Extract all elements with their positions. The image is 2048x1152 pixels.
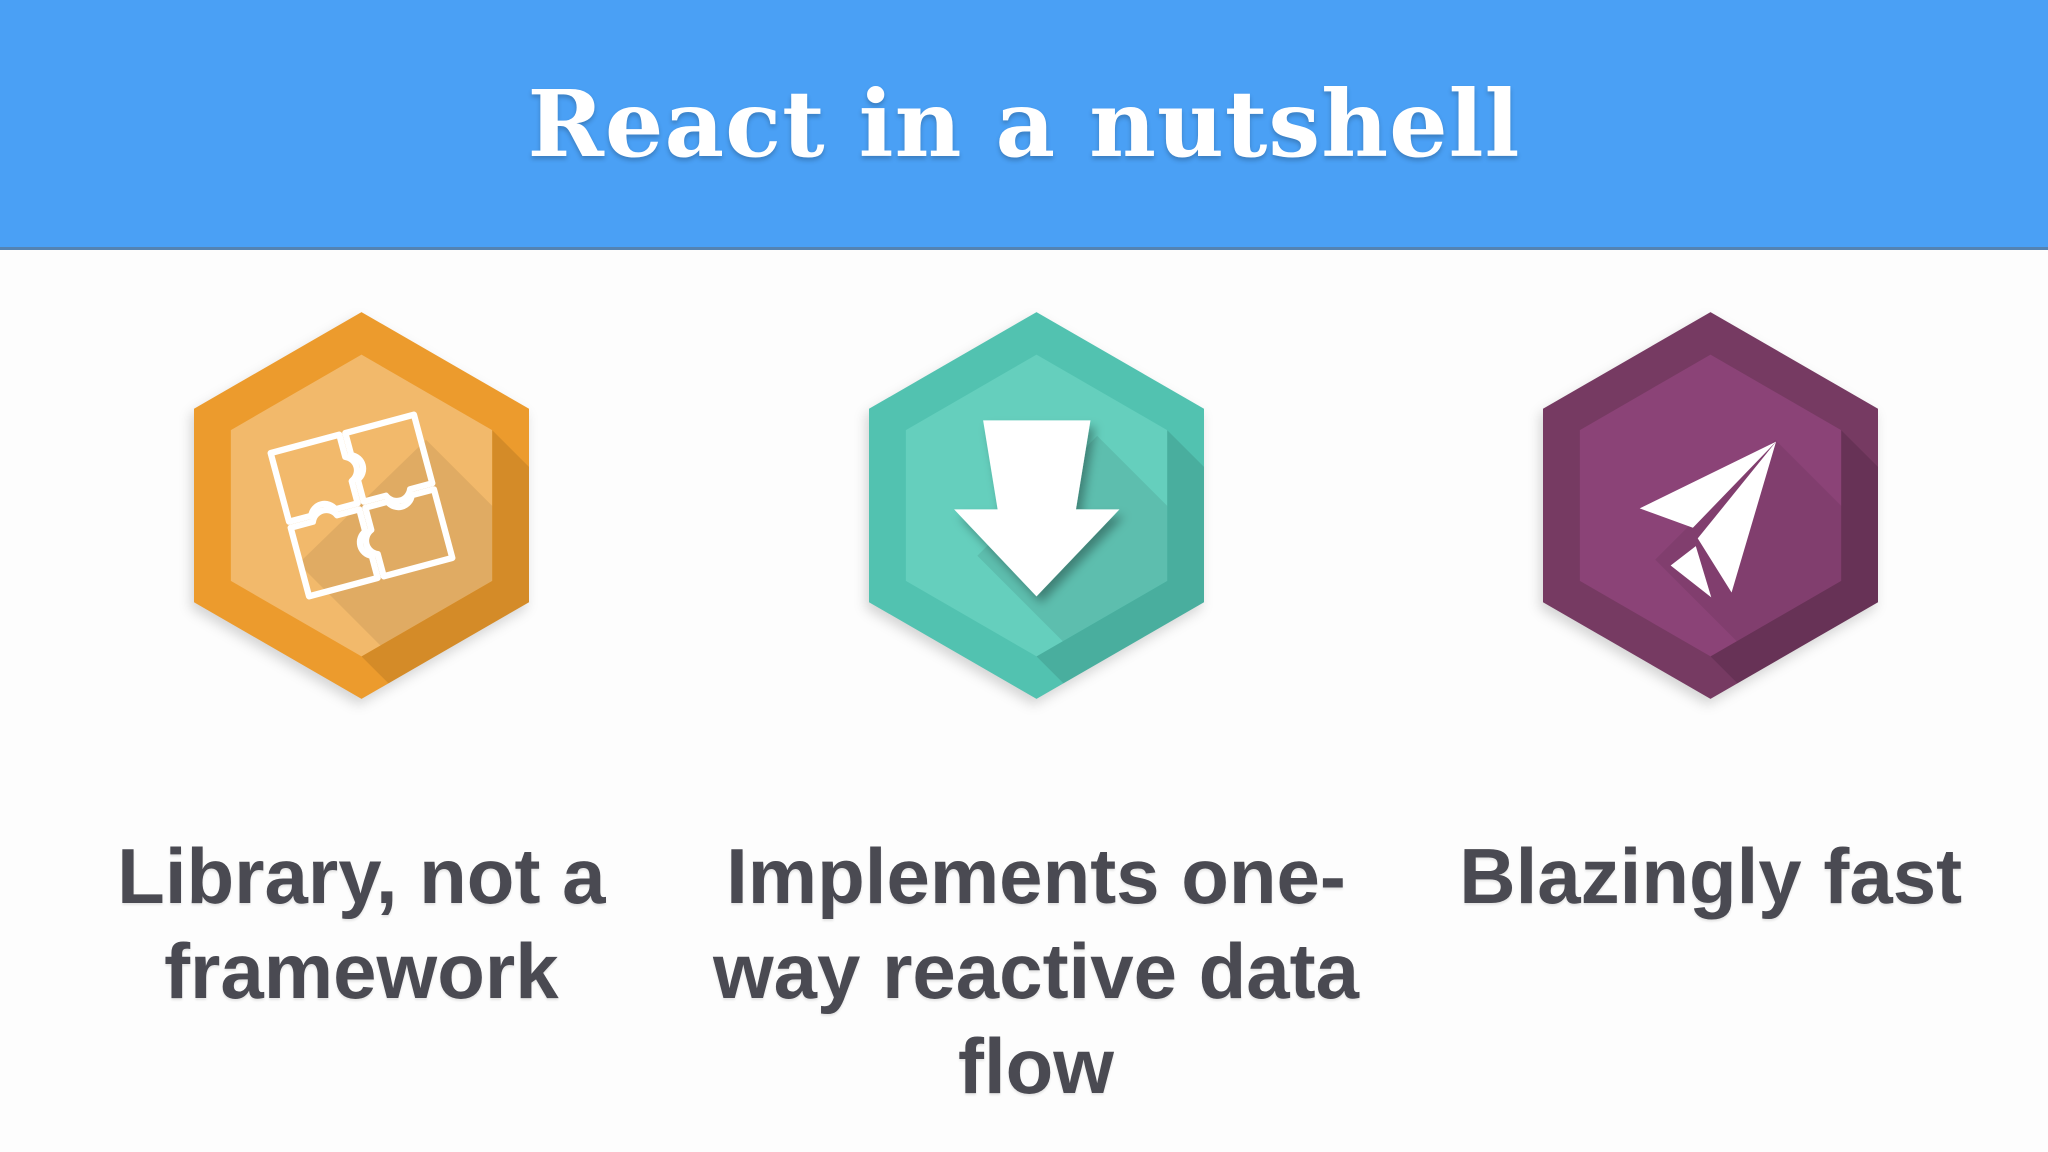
icon-long-shadow	[976, 435, 1167, 657]
feature-caption: Library, not a framework	[117, 832, 606, 1016]
orange-hexagon	[193, 312, 529, 699]
purple-hexagon	[1543, 312, 1879, 699]
paper-plane-icon	[1639, 441, 1777, 598]
puzzle-icon	[267, 411, 456, 600]
feature-card-fast: Blazingly fast	[1373, 312, 2048, 1114]
feature-card-library: Library, not a framework	[24, 312, 699, 1114]
teal-hexagon	[868, 312, 1204, 699]
features-row: Library, not a framework Impleme	[0, 250, 2048, 1114]
icon-long-shadow	[1655, 439, 1842, 657]
feature-caption: Implements one-way reactive data flow	[712, 832, 1360, 1111]
page-title: React in a nutshell	[527, 69, 1521, 178]
feature-caption: Blazingly fast	[1459, 832, 1963, 920]
down-arrow-icon	[953, 420, 1119, 597]
hexagon-inner	[230, 354, 492, 657]
feature-card-data-flow: Implements one-way reactive data flow	[699, 312, 1374, 1114]
header-bar: React in a nutshell	[0, 0, 2048, 250]
